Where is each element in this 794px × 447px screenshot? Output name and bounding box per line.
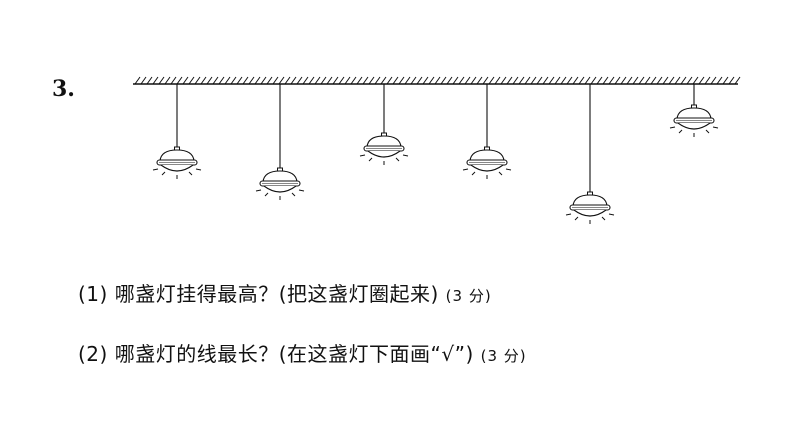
lamp-5-ray xyxy=(574,216,579,221)
lamp-6-ray xyxy=(712,126,719,129)
lamp-3-ray xyxy=(359,154,366,157)
lamp-2-bulb xyxy=(263,185,297,193)
sub-question-2: (2) 哪盏灯的线最长？(在这盏灯下面画“√”) (3 分) xyxy=(78,341,527,369)
ceiling xyxy=(133,76,741,85)
lamp-5 xyxy=(565,84,615,224)
lamp-6-bulb xyxy=(677,122,711,130)
lamp-1-ray xyxy=(152,168,159,171)
lamp-5-ray xyxy=(608,213,615,216)
lamp-2-ray xyxy=(255,189,262,192)
lamp-3-shade xyxy=(366,135,402,148)
lamp-6-shade xyxy=(676,107,712,120)
lamp-2-ray xyxy=(291,192,296,197)
lamp-3-bulb xyxy=(367,150,401,158)
lamp-4-shade xyxy=(469,149,505,162)
sub-question-2-label: (2) xyxy=(78,342,108,366)
lamp-6-ray xyxy=(678,129,683,134)
lamp-1 xyxy=(152,84,202,179)
lamp-6-ray xyxy=(669,126,676,129)
sub-question-2-score: (3 分) xyxy=(480,347,527,365)
lamp-4-ray xyxy=(498,171,503,176)
question-number: 3. xyxy=(52,76,75,102)
lamp-1-ray xyxy=(161,171,166,176)
lamp-4 xyxy=(462,84,512,179)
sub-question-1-label: (1) xyxy=(78,282,108,306)
lamp-2-ray xyxy=(298,189,305,192)
sub-question-1-score: (3 分) xyxy=(445,287,492,305)
lamp-5-bulb xyxy=(573,209,607,217)
lamp-4-ray xyxy=(505,168,512,171)
sub-question-1: (1) 哪盏灯挂得最高？(把这盏灯圈起来) (3 分) xyxy=(78,281,492,309)
lamp-5-ray xyxy=(565,213,572,216)
lamp-5-shade xyxy=(572,194,608,207)
lamps-group xyxy=(152,84,719,224)
sub-question-2-hint: (在这盏灯下面画“√”) xyxy=(278,342,474,366)
sub-question-1-hint: (把这盏灯圈起来) xyxy=(278,282,439,306)
lamp-4-bulb xyxy=(470,164,504,172)
lamp-6 xyxy=(669,84,719,137)
lamp-1-ray xyxy=(188,171,193,176)
sub-question-1-text: 哪盏灯挂得最高？ xyxy=(114,282,279,306)
lamp-5-ray xyxy=(601,216,606,221)
lamp-4-ray xyxy=(471,171,476,176)
lamp-3-ray xyxy=(402,154,409,157)
lamp-4-ray xyxy=(462,168,469,171)
lamp-1-bulb xyxy=(160,164,194,172)
lamp-3-ray xyxy=(395,157,400,162)
lamp-1-shade xyxy=(159,149,195,162)
lamp-6-ray xyxy=(705,129,710,134)
sub-question-2-text: 哪盏灯的线最长？ xyxy=(114,342,279,366)
lamp-2-shade xyxy=(262,170,298,183)
lamp-1-ray xyxy=(195,168,202,171)
lamp-2 xyxy=(255,84,305,200)
lamp-2-ray xyxy=(264,192,269,197)
lamp-3 xyxy=(359,84,409,165)
lamp-3-ray xyxy=(368,157,373,162)
